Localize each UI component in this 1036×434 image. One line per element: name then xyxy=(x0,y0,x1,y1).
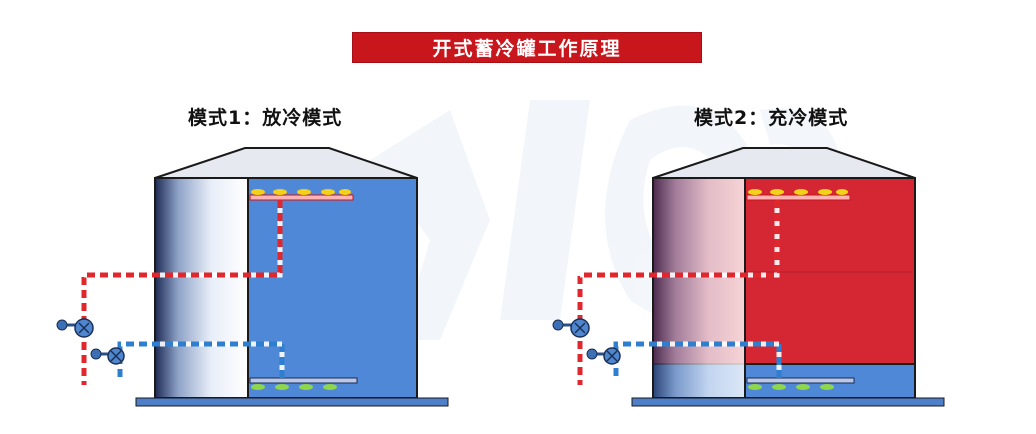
tank-mode2 xyxy=(552,147,945,407)
tank1-bottom-nozzles xyxy=(251,384,337,390)
tank2-column xyxy=(652,177,746,399)
butterfly-valve-icon xyxy=(90,347,125,365)
tank1-water xyxy=(247,177,418,399)
tank2-top-diffuser xyxy=(746,194,851,201)
tank-mode1 xyxy=(56,147,449,407)
tank1-column xyxy=(154,177,249,399)
butterfly-valve-icon xyxy=(586,347,621,365)
tank1-bottom-diffuser xyxy=(249,377,358,384)
valve-icon xyxy=(56,318,94,338)
valve-icon xyxy=(552,318,590,338)
tank1-base xyxy=(135,397,449,407)
tank1-top-nozzles xyxy=(251,189,351,195)
tank2-roof xyxy=(652,147,916,179)
tank1-roof xyxy=(154,147,418,179)
mode1-label: 模式1：放冷模式 xyxy=(188,107,343,129)
tank2-base xyxy=(631,397,945,407)
diagram-title: 开式蓄冷罐工作原理 xyxy=(352,32,702,63)
tank2-bottom-nozzles xyxy=(748,384,834,390)
tank2-top-nozzles xyxy=(748,189,848,195)
tank1-top-diffuser xyxy=(249,194,354,201)
mode2-label: 模式2：充冷模式 xyxy=(694,107,849,129)
tank2-bottom-diffuser xyxy=(746,377,855,384)
